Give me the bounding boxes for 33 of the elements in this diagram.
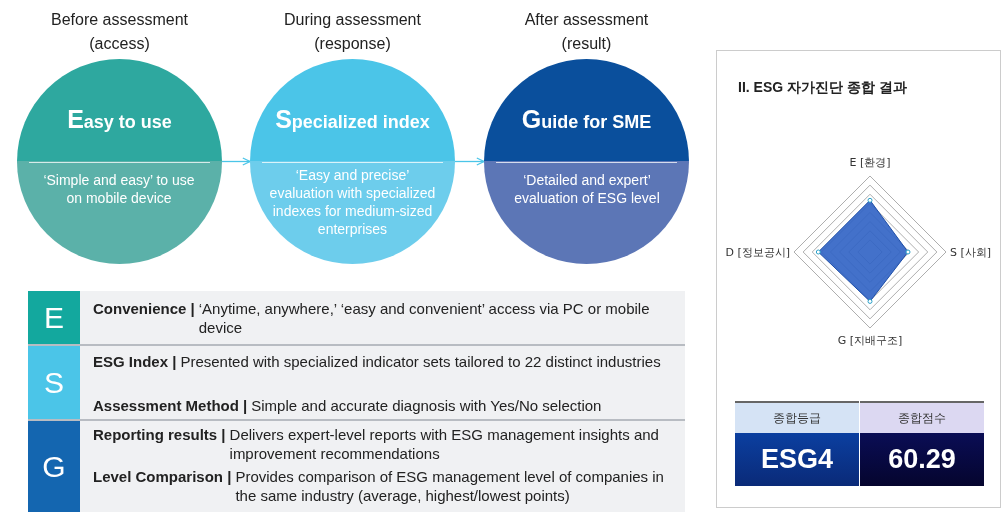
row-description: Provides comparison of ESG management level of companies in the same industry (average, highest/lowest points) [235, 467, 665, 505]
stage-caption: After assessment (result) [523, 10, 650, 54]
stage-caption: Before assessment (access) [50, 10, 189, 54]
stage-description: ‘Detailed and expert’ evaluation of ESG level [513, 171, 661, 207]
row-term: Reporting results | [93, 425, 226, 445]
category-letter-tile: S [28, 346, 80, 419]
stage-title: Specialized index [274, 105, 431, 134]
category-letter-tile: G [28, 421, 80, 512]
stage-description: ‘Simple and easy’ to use on mobile device [42, 171, 196, 207]
row-description: Simple and accurate diagnosis with Yes/No selection [251, 396, 603, 415]
row-description: ‘Anytime, anywhere,’ ‘easy and convenient’ access via PC or mobile device [198, 299, 651, 337]
score-header: 종합등급 [735, 401, 859, 434]
stage-title: Easy to use [66, 105, 173, 134]
row-term: Assessment Method | [93, 396, 248, 415]
arrow [221, 157, 251, 166]
category-letter-tile: E [28, 291, 80, 344]
axis-label: G [지배구조] [836, 333, 904, 348]
row-term: Level Comparison | [93, 467, 232, 487]
axis-label: S [사회] [950, 245, 992, 260]
grade-value: ESG4 [735, 433, 859, 486]
score-value: 60.29 [860, 433, 984, 486]
stage-caption: During assessment (response) [283, 10, 422, 54]
panel-title: II. ESG 자가진단 종합 결과 [738, 79, 907, 97]
row-term: Convenience | [93, 299, 195, 319]
score-header: 종합점수 [860, 401, 984, 434]
stage-title: Guide for SME [520, 105, 653, 134]
stage-description: ‘Easy and precise’ evaluation with specialized indexes for medium-sized enterprises [268, 166, 437, 238]
row-description: Presented with specialized indicator sets tailored to 22 distinct industries [180, 352, 662, 371]
axis-label: D [정보공시] [725, 245, 790, 260]
row-term: ESG Index | [93, 352, 177, 371]
axis-label: E [환경] [848, 155, 892, 170]
arrow [454, 157, 485, 166]
row-description: Delivers expert-level reports with ESG management insights and improvement recommendations [229, 425, 660, 463]
